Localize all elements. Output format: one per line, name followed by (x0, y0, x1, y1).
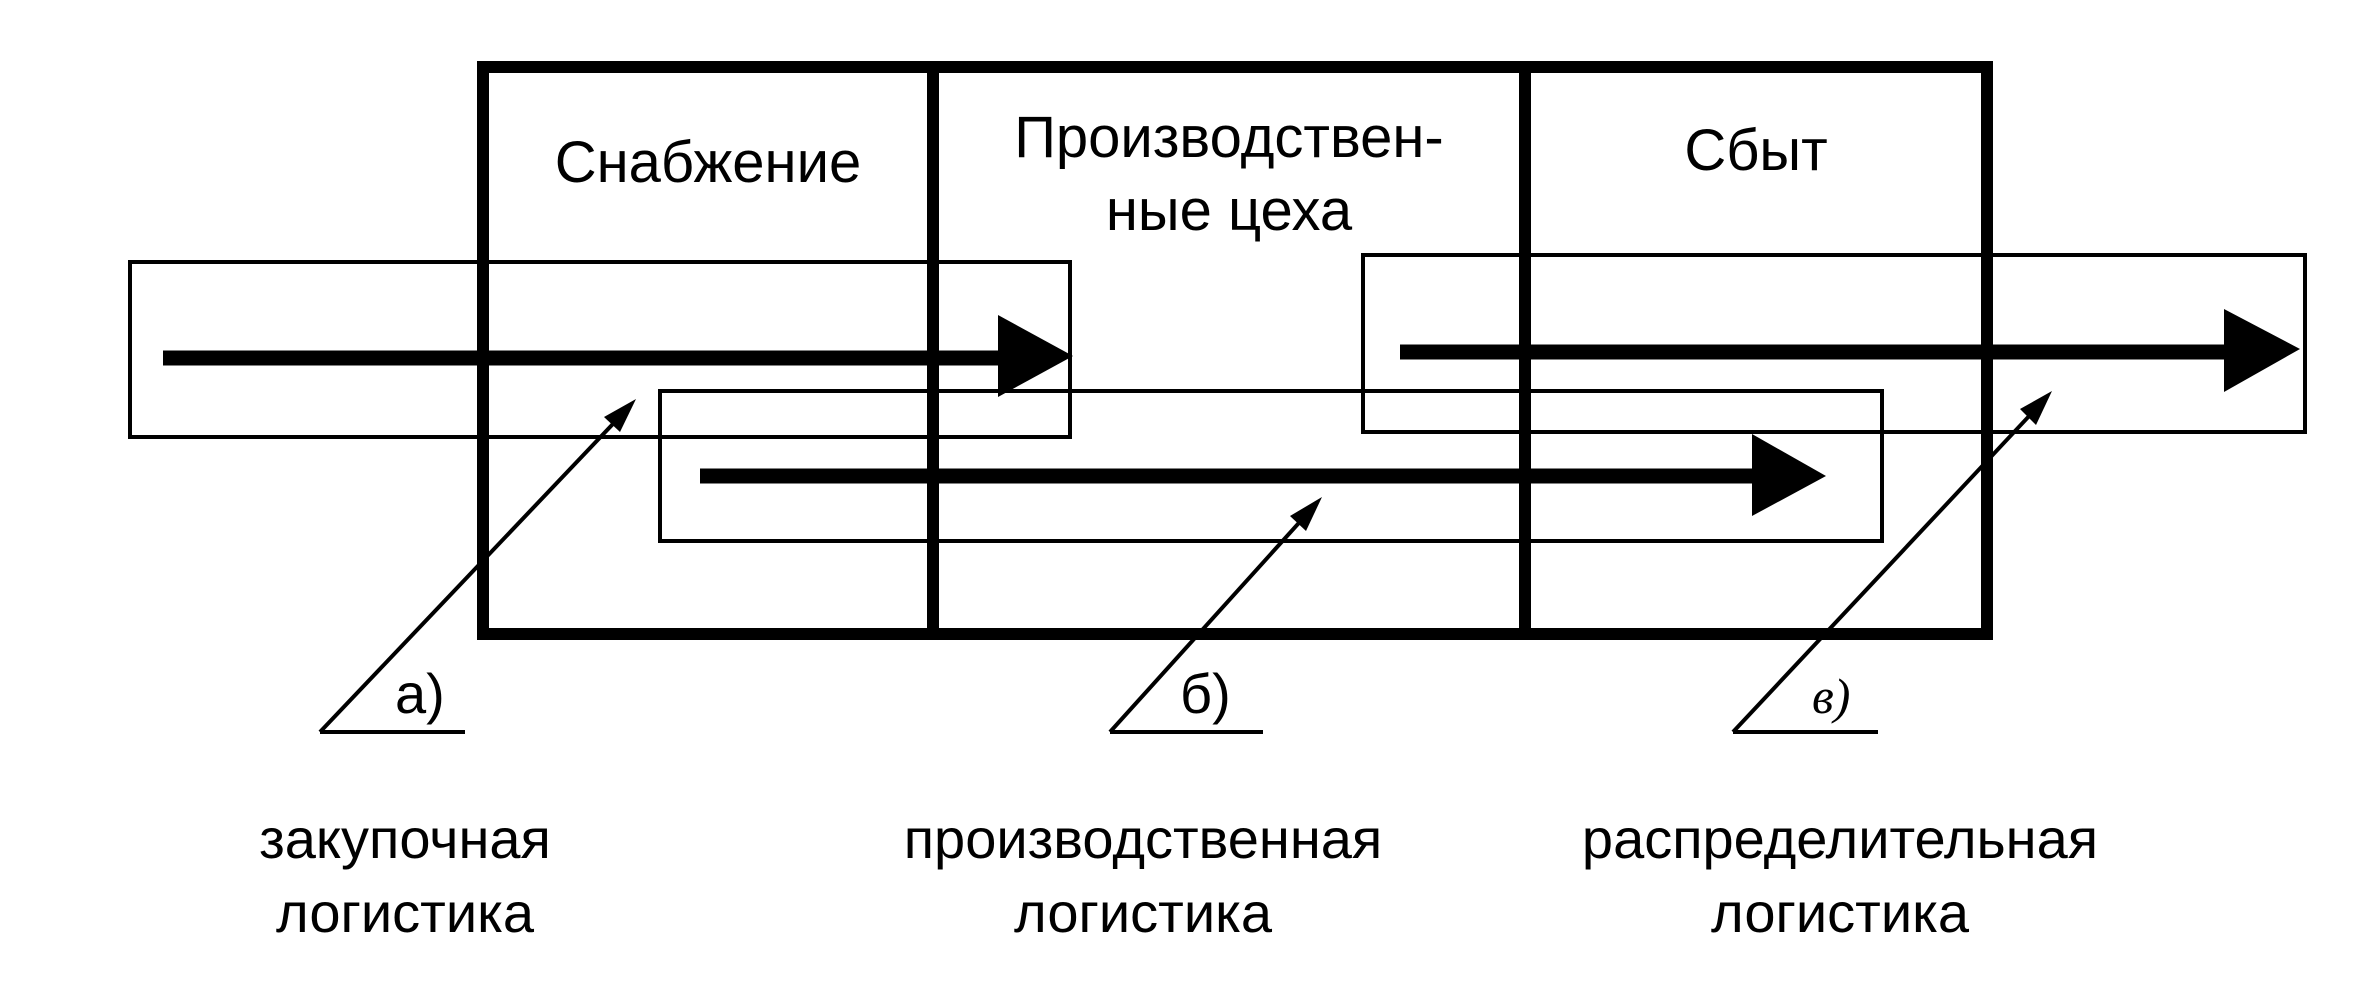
pointer-b (1108, 497, 1322, 734)
caption-distribution-line2: логистика (1711, 881, 1970, 944)
department-label-production-line2: ные цеха (1106, 178, 1353, 243)
pointer-label-b: б) (1180, 662, 1231, 725)
pointer-a (318, 399, 636, 734)
distribution-logistics-box (1361, 253, 2307, 434)
caption-distribution-line1: распределительная (1582, 807, 2098, 870)
purchasing-flow-arrowhead (998, 315, 1073, 397)
caption-production-line2: логистика (1014, 881, 1273, 944)
caption-production-line1: производственная (904, 807, 1383, 870)
production-flow-arrowhead (1752, 434, 1826, 516)
department-label-sales: Сбыт (1684, 118, 1827, 183)
pointer-label-c: в) (1812, 668, 1850, 724)
pointer-label-a: а) (395, 662, 445, 725)
caption-purchasing-line1: закупочная (259, 807, 551, 870)
department-label-production-line1: Производствен- (1014, 105, 1444, 170)
production-logistics-box (658, 389, 1884, 543)
department-label-supply: Снабжение (555, 130, 861, 195)
distribution-flow-arrowhead (2224, 309, 2300, 392)
pointer-c (1731, 391, 2052, 734)
caption-purchasing-line2: логистика (276, 881, 535, 944)
